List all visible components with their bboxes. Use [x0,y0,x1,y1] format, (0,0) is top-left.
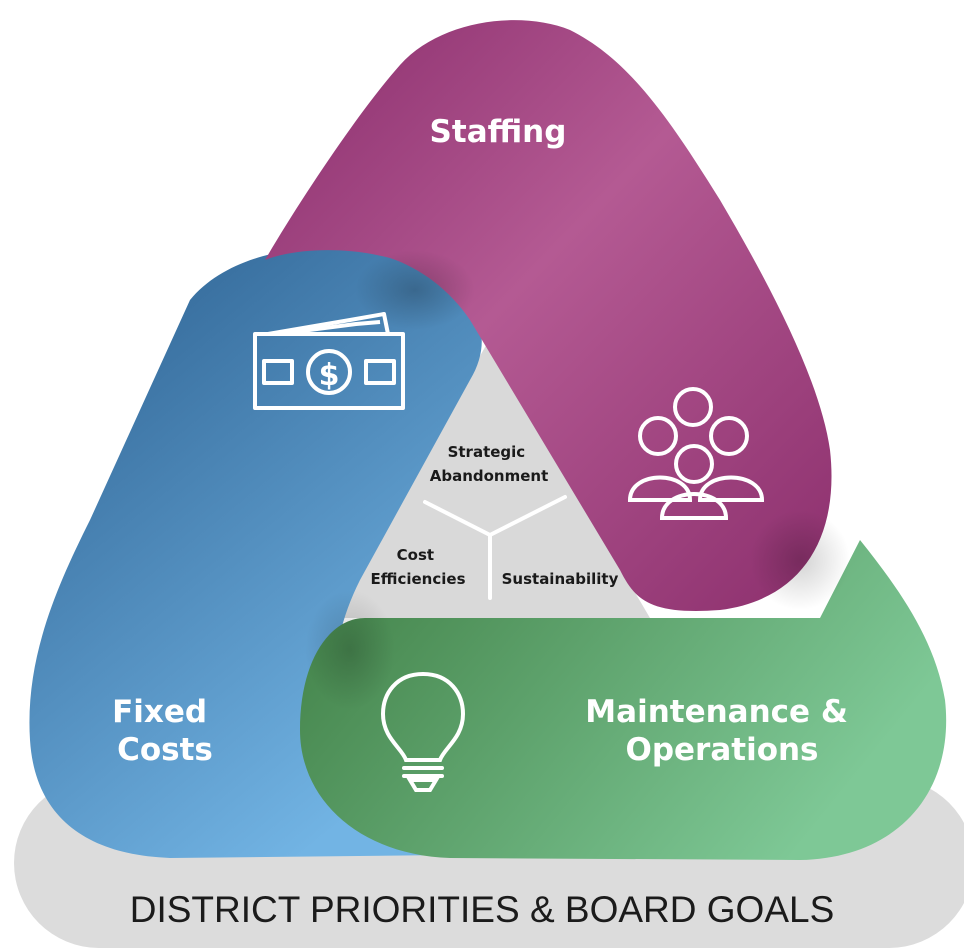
svg-text:$: $ [319,358,340,393]
maintenance-segment [300,540,947,860]
maintenance-label: Maintenance & Operations [585,694,858,768]
people-group-icon [627,387,765,520]
staffing-label: Staffing [430,114,567,150]
center-triangle [330,342,650,618]
center-top-label: Strategic Abandonment [430,443,549,485]
base-label: DISTRICT PRIORITIES & BOARD GOALS [130,889,835,930]
money-bill-icon: $ [253,312,405,410]
lightbulb-icon [380,671,466,792]
center-right-label: Sustainability [502,570,619,588]
center-divider [423,495,567,600]
fixed-costs-label: Fixed Costs [112,694,218,768]
staffing-segment [265,20,832,611]
center-left-label: Cost Efficiencies [371,546,466,588]
fixed-costs-segment [29,247,482,859]
